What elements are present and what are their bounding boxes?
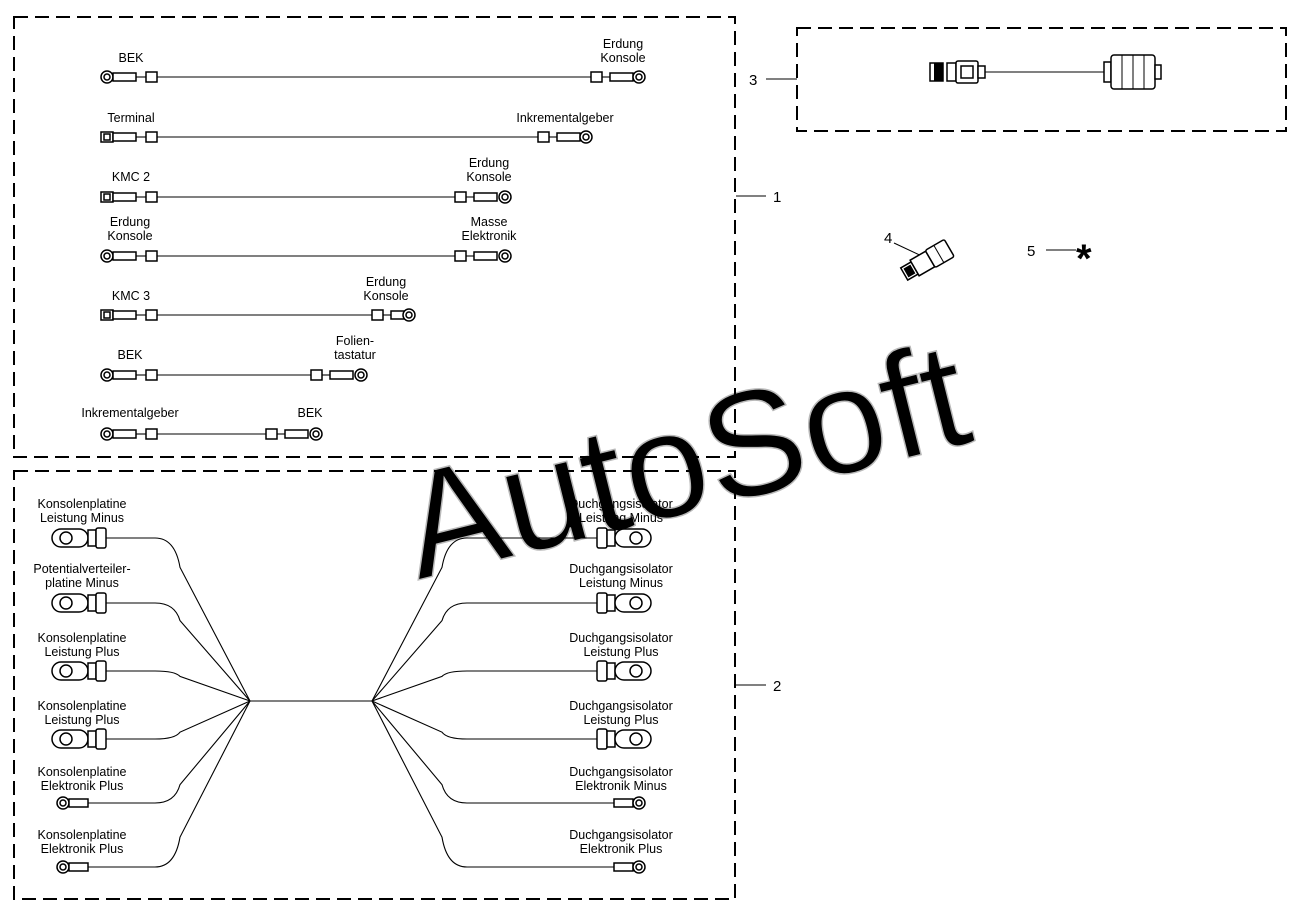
harness-right-4-label-a: Duchgangsisolator [569, 699, 673, 713]
harness-left-3-label-b: Leistung Plus [44, 645, 119, 659]
harness-right-6-label-b: Elektronik Plus [580, 842, 663, 856]
cable-terminal-inkrementalgeber [100, 130, 593, 144]
cable-5-right-label-a: Erdung [366, 275, 406, 289]
harness-wire-right [371, 537, 597, 702]
harness-right-3-label-b: Leistung Plus [583, 645, 658, 659]
harness-wire-left [88, 700, 251, 804]
harness-wire-right [371, 602, 597, 702]
harness-right-1-label-b: Leistung Minus [579, 511, 663, 525]
item-number-5: 5 [1027, 243, 1035, 260]
connector-item-4 [899, 239, 955, 282]
harness-wire-right [371, 670, 597, 702]
harness-right-1-label-a: Duchgangsisolator [569, 497, 673, 511]
harness-terminal-left [51, 592, 107, 614]
harness-terminals [51, 527, 652, 874]
harness-left-2-label-b: platine Minus [45, 576, 119, 590]
harness-left-2-label-a: Potentialverteiler- [33, 562, 130, 576]
cable-5-right-label-b: Konsole [363, 289, 408, 303]
harness-terminal-right [596, 728, 652, 750]
harness-right-5-label-b: Elektronik Minus [575, 779, 667, 793]
not-shown-asterisk: * [1076, 237, 1092, 281]
cable-2-left-label: Terminal [107, 111, 154, 125]
harness-left-4-label-b: Leistung Plus [44, 713, 119, 727]
harness-wire-left [106, 537, 251, 702]
cable-bek-folientastatur [100, 368, 368, 382]
harness-left-5-label-a: Konsolenplatine [38, 765, 127, 779]
harness-terminal-right [596, 660, 652, 682]
group-3-frame [796, 27, 1287, 132]
cable-4-left-label-b: Konsole [107, 229, 152, 243]
harness-wire-right [371, 700, 597, 740]
harness-wire-left [106, 700, 251, 740]
group-2-frame [13, 470, 736, 900]
harness-terminal-right [613, 796, 646, 810]
harness-left-6-label-a: Konsolenplatine [38, 828, 127, 842]
cable-7-left-label: Inkrementalgeber [81, 406, 178, 420]
cable-kmc3-erdung-konsole [100, 308, 416, 322]
item-number-2: 2 [773, 678, 781, 695]
harness-wire-right [371, 700, 614, 804]
cable-kmc2-erdung-konsole [100, 190, 512, 204]
harness-right-4-label-b: Leistung Plus [583, 713, 658, 727]
cable-1-right-label-b: Konsole [600, 51, 645, 65]
cable-3-right-label-a: Erdung [469, 156, 509, 170]
cable-5-left-label: KMC 3 [112, 289, 150, 303]
harness-terminal-right [613, 860, 646, 874]
cable-bek-erdung-konsole [100, 70, 646, 84]
harness-left-1-label-b: Leistung Minus [40, 511, 124, 525]
cable-erdung-konsole-masse-elektronik [100, 249, 512, 263]
cable-6-right-label-b: tastatur [334, 348, 376, 362]
harness-left-3-label-a: Konsolenplatine [38, 631, 127, 645]
harness-right-2-label-b: Leistung Minus [579, 576, 663, 590]
harness-right-5-label-a: Duchgangsisolator [569, 765, 673, 779]
harness-wires [88, 537, 614, 868]
item-number-3: 3 [749, 72, 757, 89]
harness-left-1-label-a: Konsolenplatine [38, 497, 127, 511]
harness-wire-left [106, 602, 251, 702]
harness-left-6-label-b: Elektronik Plus [41, 842, 124, 856]
harness-wire-left [106, 670, 251, 702]
cable-4-left-label-a: Erdung [110, 215, 150, 229]
harness-left-4-label-a: Konsolenplatine [38, 699, 127, 713]
cable-3-left-label: KMC 2 [112, 170, 150, 184]
item-number-4: 4 [884, 230, 892, 247]
item-number-1: 1 [773, 189, 781, 206]
cable-6-right-label-a: Folien- [336, 334, 374, 348]
harness-right-2-label-a: Duchgangsisolator [569, 562, 673, 576]
group-1-frame [13, 16, 736, 458]
harness-wire-right [371, 700, 614, 868]
harness-wire-left [88, 700, 251, 868]
harness-terminal-right [596, 527, 652, 549]
harness-left-5-label-b: Elektronik Plus [41, 779, 124, 793]
cable-6-left-label: BEK [117, 348, 143, 362]
harness-terminal-left [56, 796, 89, 810]
cable-item-3 [929, 54, 1162, 90]
harness-terminal-left [56, 860, 89, 874]
harness-terminal-left [51, 660, 107, 682]
cable-4-right-label-b: Elektronik [462, 229, 518, 243]
cable-1-left-label: BEK [118, 51, 144, 65]
cable-1-right-label-a: Erdung [603, 37, 643, 51]
watermark: AutoSoft [385, 309, 984, 611]
cable-inkrementalgeber-bek [100, 427, 323, 441]
harness-right-3-label-a: Duchgangsisolator [569, 631, 673, 645]
cable-7-right-label: BEK [297, 406, 323, 420]
harness-terminal-left [51, 527, 107, 549]
cable-3-right-label-b: Konsole [466, 170, 511, 184]
harness-right-6-label-a: Duchgangsisolator [569, 828, 673, 842]
cable-2-right-label: Inkrementalgeber [516, 111, 613, 125]
harness-terminal-left [51, 728, 107, 750]
harness-terminal-right [596, 592, 652, 614]
cable-4-right-label-a: Masse [471, 215, 508, 229]
